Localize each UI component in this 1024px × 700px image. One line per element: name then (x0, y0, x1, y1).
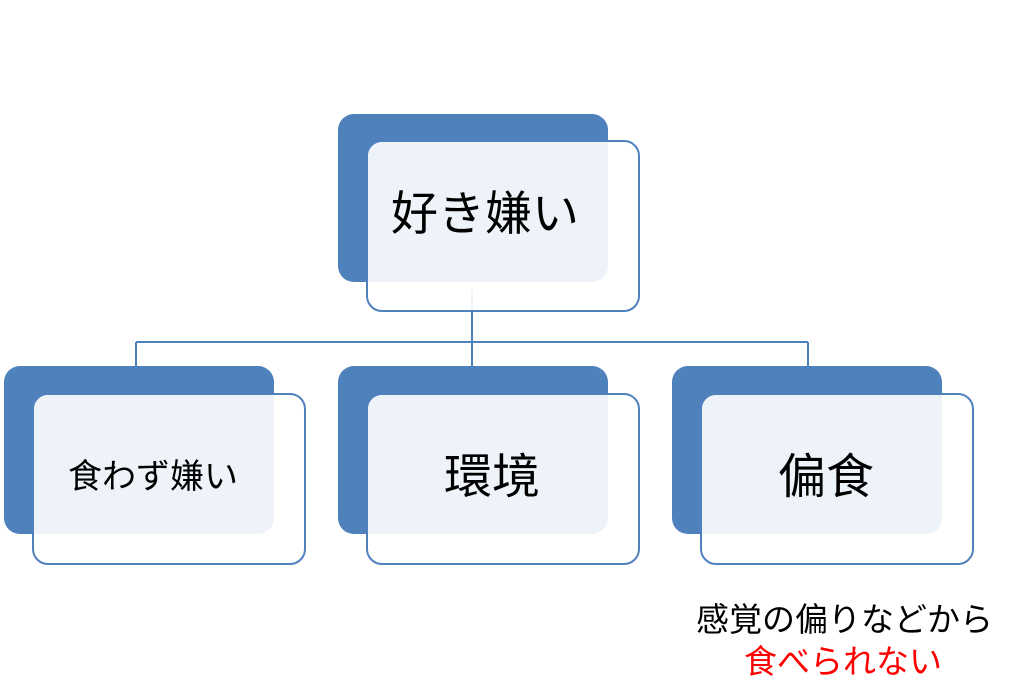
center-label: 環境 (444, 449, 541, 505)
root-card-inner (368, 142, 606, 280)
note-line-2: 食べられない (744, 642, 942, 681)
left-card-inner (34, 395, 272, 533)
right-label: 偏食 (778, 449, 875, 505)
center-card-inner (368, 395, 606, 533)
left-label: 食わず嫌い (68, 457, 238, 497)
note-line-1: 感覚の偏りなどから (696, 600, 993, 639)
right-card-inner (702, 395, 940, 533)
root-label: 好き嫌い (391, 187, 579, 242)
